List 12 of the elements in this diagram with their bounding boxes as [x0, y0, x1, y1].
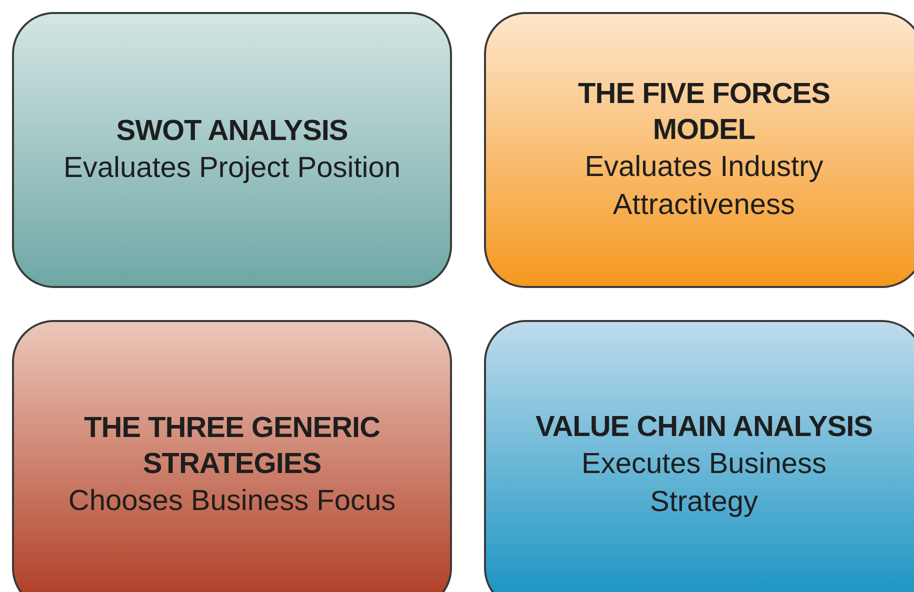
card-description: Executes Business Strategy — [580, 447, 828, 520]
card-title: THE THREE GENERIC STRATEGIES — [82, 411, 382, 482]
rounded-card — [484, 12, 914, 288]
card-title: SWOT ANALYSIS — [116, 114, 348, 149]
card-description: Evaluates Industry Attractiveness — [584, 150, 824, 223]
card-description: Chooses Business Focus — [68, 484, 396, 519]
card-title: VALUE CHAIN ANALYSIS — [536, 410, 872, 445]
card-description: Evaluates Project Position — [64, 151, 400, 186]
rounded-card — [12, 320, 452, 592]
rounded-card — [484, 320, 914, 592]
card-title: THE FIVE FORCES MODEL — [577, 77, 831, 148]
rounded-card — [12, 12, 452, 288]
